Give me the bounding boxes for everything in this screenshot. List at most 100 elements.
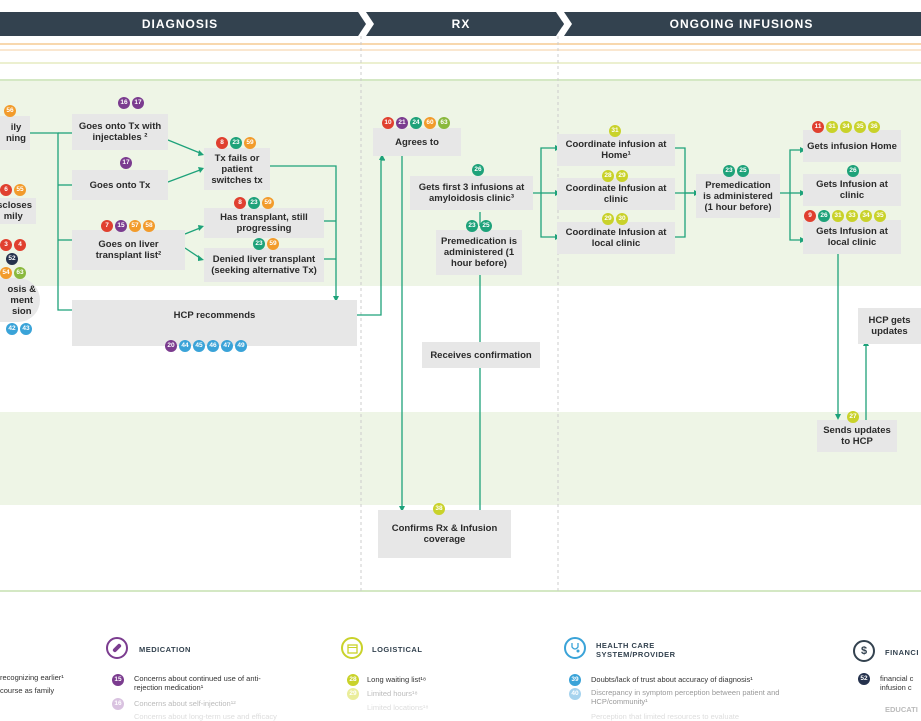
node-tx-injectables: Goes onto Tx with injectables ² xyxy=(72,114,168,150)
legend-title: MEDICATION xyxy=(139,645,191,654)
legend-left-text: recognizing earlier¹ xyxy=(0,673,64,682)
badge: 15 xyxy=(115,220,127,232)
node-text: ning xyxy=(5,133,26,144)
badge: 44 xyxy=(179,340,191,352)
badge: 3 xyxy=(0,239,12,251)
node-denied-transplant: Denied liver transplant (seeking alterna… xyxy=(204,248,324,282)
node-receives-confirmation: Receives confirmation xyxy=(422,342,540,368)
badge: 38 xyxy=(433,503,445,515)
node-text: osis & xyxy=(7,283,36,295)
badge: 28 xyxy=(602,170,614,182)
badge: 60 xyxy=(424,117,436,129)
phase-label: RX xyxy=(451,17,471,31)
badge: 36 xyxy=(868,121,880,133)
badge: 26 xyxy=(818,210,830,222)
node-text: Sends updates to HCP xyxy=(823,425,891,447)
node-text: Goes onto Tx xyxy=(89,179,151,191)
legend-item: Discrepancy in symptom perception betwee… xyxy=(591,688,780,706)
dollar-icon: $ xyxy=(853,640,875,662)
badge-group: 26 xyxy=(847,165,859,177)
badge: 31 xyxy=(609,125,621,137)
badge: 57 xyxy=(129,220,141,232)
badge: 23 xyxy=(253,238,265,250)
node-text: ily xyxy=(10,122,22,133)
node-coord-home: Coordinate infusion at Home¹ xyxy=(557,134,675,166)
badge: 23 xyxy=(230,137,242,149)
legend-item: Concerns about continued use of anti-rej… xyxy=(134,674,261,692)
node-text: Gets Infusion at clinic xyxy=(816,179,888,201)
legend-badge: 29 xyxy=(347,688,359,700)
legend-item: Long waiting list¹⁸ xyxy=(367,675,427,684)
badge-group: 56 xyxy=(4,105,16,117)
node-hcp-updates: HCP gets updates xyxy=(858,308,921,344)
badge: 58 xyxy=(143,220,155,232)
legend-title: LOGISTICAL xyxy=(372,645,423,654)
badge: 6 xyxy=(0,184,12,196)
legend-item: Limited hours¹⁸ xyxy=(367,689,418,698)
legend-item: Concerns about long-term use and efficac… xyxy=(134,712,277,721)
node-text: sion xyxy=(11,305,32,317)
node-agrees-to: Agrees to xyxy=(373,128,461,156)
pill-icon xyxy=(106,637,128,659)
node-text: Receives confirmation xyxy=(430,349,532,361)
badge: 63 xyxy=(438,117,450,129)
node-text: HCP gets updates xyxy=(868,315,911,337)
legend-title: FINANCI xyxy=(885,648,919,657)
legend-badge: 16 xyxy=(112,698,124,710)
node-text: ment xyxy=(10,294,34,306)
node-has-transplant: Has transplant, still progressing xyxy=(204,208,324,238)
badge: 8 xyxy=(216,137,228,149)
node-coord-local: Coordinate Infusion at local clinic xyxy=(557,222,675,254)
legend-item: financial c infusion c xyxy=(880,674,914,692)
node-first-infusions: Gets first 3 infusions at amyloidosis cl… xyxy=(410,176,533,210)
badge: 7 xyxy=(101,220,113,232)
badge: 29 xyxy=(602,213,614,225)
legend-badge: 15 xyxy=(112,674,124,686)
badge: 59 xyxy=(267,238,279,250)
badge: 27 xyxy=(847,411,859,423)
legend-badge: 28 xyxy=(347,674,359,686)
node-gets-clinic: Gets Infusion at clinic xyxy=(803,174,901,206)
node-liver-list: Goes on liver transplant list² xyxy=(72,230,185,270)
badge: 52 xyxy=(6,253,18,265)
badge: 23 xyxy=(723,165,735,177)
badge: 63 xyxy=(14,267,26,279)
badge: 10 xyxy=(382,117,394,129)
node-confirms-rx: Confirms Rx & Infusion coverage xyxy=(378,510,511,558)
node-text: HCP recommends xyxy=(173,310,256,321)
badge-group: 27 xyxy=(847,411,859,423)
legend-badge: 39 xyxy=(569,674,581,686)
badge: 26 xyxy=(472,164,484,176)
badge: 31 xyxy=(832,210,844,222)
badge: 30 xyxy=(616,213,628,225)
legend-item: Concerns about self-injection¹² xyxy=(134,699,236,708)
calendar-icon xyxy=(341,637,363,659)
badge: 23 xyxy=(248,197,260,209)
phase-label: DIAGNOSIS xyxy=(141,17,219,31)
node-gets-local: Gets Infusion at local clinic xyxy=(803,220,901,254)
legend-badge: 40 xyxy=(569,688,581,700)
phase-label: ONGOING INFUSIONS xyxy=(669,17,814,31)
badge: 45 xyxy=(193,340,205,352)
badge: 33 xyxy=(846,210,858,222)
badge-group: 38 xyxy=(433,503,445,515)
connector-lines xyxy=(30,132,867,510)
badge: 56 xyxy=(4,105,16,117)
badge: 55 xyxy=(14,184,26,196)
node-text: Gets first 3 infusions at amyloidosis cl… xyxy=(418,182,525,204)
badge-group: 31 xyxy=(609,125,621,137)
node-onto-tx: Goes onto Tx xyxy=(72,170,168,200)
node-text: Gets infusion Home xyxy=(807,140,897,152)
node-text: Confirms Rx & Infusion coverage xyxy=(391,523,498,545)
badge: 31 xyxy=(826,121,838,133)
